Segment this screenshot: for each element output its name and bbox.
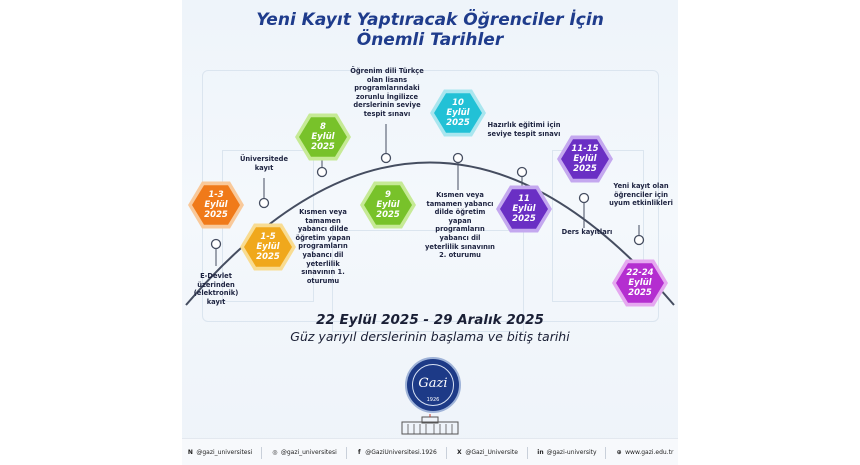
label-e8: Hazırlık eğitimi için seviye tespit sına… [487,121,561,138]
node-exam2 [452,152,464,164]
social-x[interactable]: X @Gazi_Universite [457,449,518,456]
label-e2: Üniversitede kayıt [239,155,288,172]
node-edevlet [210,238,222,250]
instagram-icon: ◎ [272,449,278,456]
university-seal: Gazi 1926 [405,357,461,413]
nsosyal-icon: N [187,449,193,456]
label-e1: E-Devlet üzerinden (elektronik) kayıt [193,272,239,306]
social-facebook[interactable]: f @GaziUniversitesi.1926 [355,449,437,457]
x-icon: X [457,449,462,456]
web-icon: ⊕ [616,449,622,456]
node-exam1 [316,166,328,178]
node-english [380,152,392,164]
label-e10: Ders kayıtları [561,228,613,236]
linkedin-icon: in [537,449,544,456]
social-footer: N @gazi_universitesi ◎ @gazi_universites… [182,438,678,465]
social-nsosyal[interactable]: N @gazi_universitesi [187,449,253,456]
label-e5: Öğrenim dili Türkçe olan lisans programl… [350,67,424,118]
semester-caption: Güz yarıyıl derslerinin başlama ve bitiş… [290,329,570,344]
timeline-arc [185,124,675,306]
title-line-2: Önemli Tarihler [356,30,504,50]
facebook-icon: f [357,449,361,456]
node-orientation [633,234,645,246]
social-linkedin[interactable]: in @gazi-university [537,449,597,456]
social-web[interactable]: ⊕ www.gazi.edu.tr [616,449,674,456]
semester-dates: 22 Eylül 2025 - 29 Aralık 2025 [316,312,544,328]
title-line-1: Yeni Kayıt Yaptıracak Öğrenciler İçin [256,10,604,30]
label-e4: Kısmen veya tamamen yabancı dilde öğreti… [295,208,351,285]
building-icon [401,414,459,435]
poster: Yeni Kayıt Yaptıracak Öğrenciler İçin Ön… [182,0,678,465]
node-university [258,197,270,209]
node-courses [578,192,590,204]
social-instagram[interactable]: ◎ @gazi_universitesi [272,449,337,456]
label-e7: Kısmen veya tamamen yabancı dilde öğreti… [425,191,495,260]
label-e11: Yeni kayıt olan öğrenciler için uyum etk… [609,182,673,208]
node-prep [516,166,528,178]
